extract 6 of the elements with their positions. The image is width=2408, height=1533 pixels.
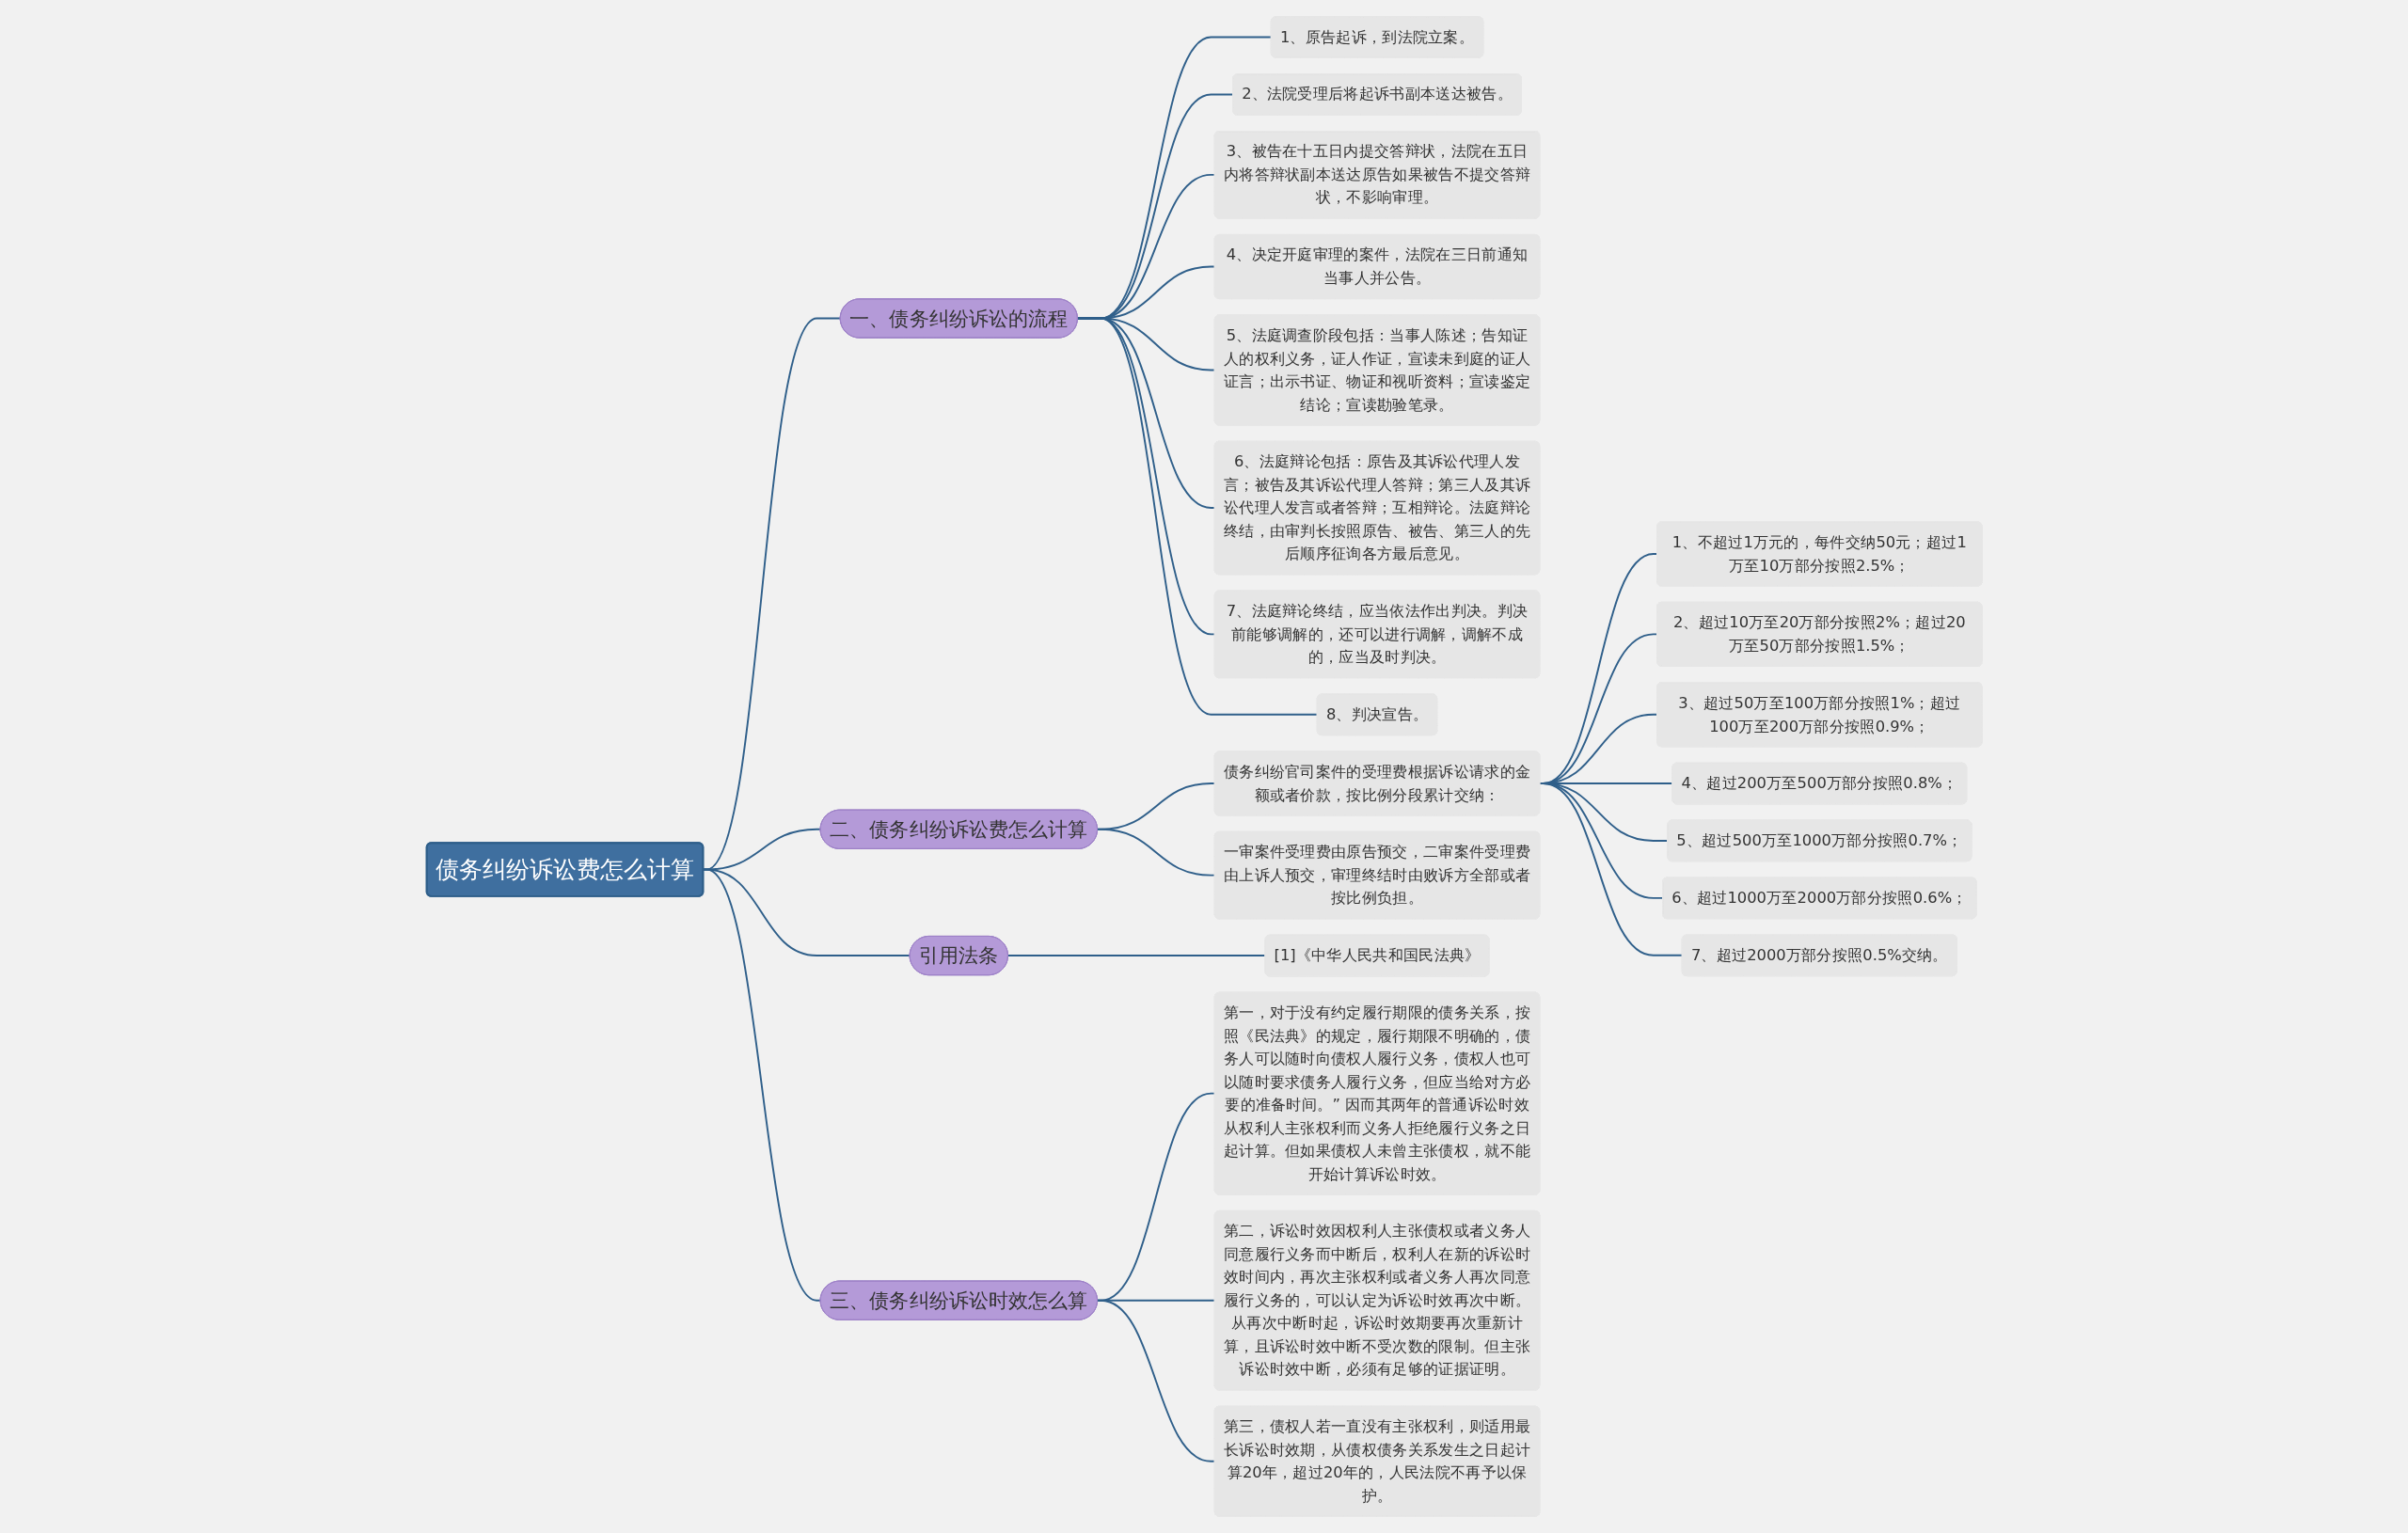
connector: [1076, 317, 1318, 716]
connector: [702, 868, 821, 1302]
connector: [1006, 955, 1266, 956]
connector: [1538, 782, 1683, 956]
connector: [1096, 1299, 1215, 1462]
connector: [1096, 828, 1215, 877]
